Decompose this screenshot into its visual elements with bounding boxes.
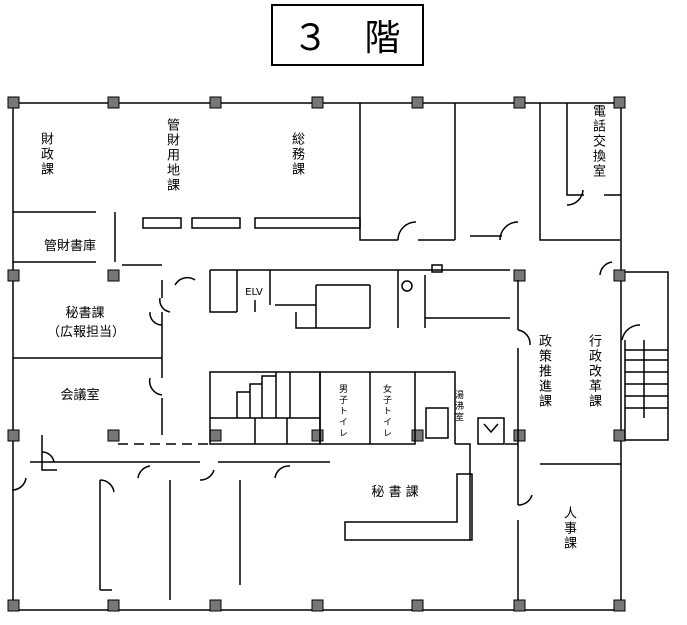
outer-wall [12,102,622,611]
door-swing [137,465,151,479]
label-zaisei: 財政課 [38,132,53,177]
label-hisho-kouhou-1: 秘書課 [65,306,105,321]
door-swing [159,297,171,313]
column [107,429,120,442]
label-gyosei: 行政改革課 [586,334,601,409]
fixture [401,280,413,292]
door-swing [174,276,196,286]
stair-steps [625,340,668,418]
door-swing [99,479,115,493]
floor-title: ３ 階 [271,4,424,66]
column [209,599,222,612]
column [107,269,120,282]
door-swing [397,221,417,241]
label-danshi: 男子トイレ [337,384,347,439]
fixture [431,264,443,273]
door-swing [149,311,163,326]
label-yuwakashi: 湯沸室 [453,390,463,423]
wall [41,435,57,471]
shelf [254,217,361,229]
door-swing [499,221,519,241]
column [513,96,526,109]
wall [359,103,398,241]
wall [455,443,471,540]
door-swing [517,494,533,506]
floor-number: ３ [292,18,331,59]
floor-kanji: 階 [364,18,403,59]
label-denwa: 電話交換室 [590,104,605,179]
east-annex-wall [621,271,669,441]
door-swing [621,324,641,341]
column [311,429,324,442]
label-seisaku: 政策推進課 [536,334,551,409]
vent [477,417,505,445]
sink [425,407,449,439]
column [411,599,424,612]
label-kanzai-yochi: 管財用地課 [164,118,179,193]
label-somu: 総務課 [289,132,304,177]
wall [539,103,620,241]
label-hisho: 秘 書 課 [371,485,419,500]
toilet-core [319,371,416,445]
door-swing [599,261,613,276]
column [613,429,626,442]
column [311,96,324,109]
column [513,429,526,442]
column [311,599,324,612]
wall [415,371,456,444]
column [513,269,526,282]
column [107,96,120,109]
shelf [191,217,241,229]
column [411,96,424,109]
column [7,96,20,109]
vent-mark [483,423,499,434]
door-swing [11,477,27,491]
column [7,429,20,442]
label-jinji: 人事課 [561,506,576,551]
column [209,96,222,109]
column [107,599,120,612]
label-kaigi: 会議室 [60,388,100,403]
door-swing [566,189,584,206]
counter [344,473,473,541]
stair-core [209,371,321,445]
wall [295,312,370,329]
stair-steps [236,372,320,419]
column [613,96,626,109]
label-joshi: 女子トイレ [381,384,391,439]
label-hisho-kouhou-2: （広報担当） [46,325,125,340]
column [411,429,424,442]
column [513,599,526,612]
shelf [142,217,182,229]
stair-steps [210,417,288,444]
door-swing [148,377,163,396]
column [209,429,222,442]
column [613,269,626,282]
column [613,599,626,612]
door-swing [41,451,55,463]
door-swing [274,465,291,479]
column [7,269,20,282]
door-swing [199,469,215,481]
column [7,599,20,612]
door-swing [517,329,531,346]
wall [209,270,237,313]
wall [566,103,584,196]
label-kanzai-shoko: 管財書庫 [43,239,96,254]
label-elv: ELV [245,287,263,298]
